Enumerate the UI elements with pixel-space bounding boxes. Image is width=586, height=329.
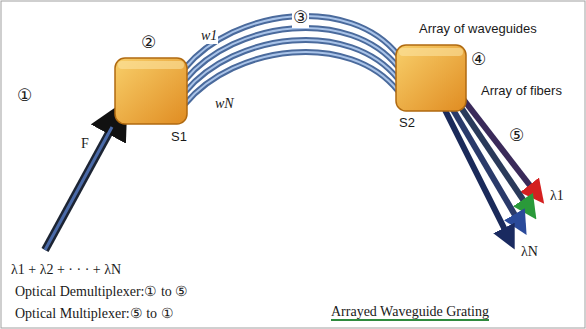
caption: Arrayed Waveguide Grating: [330, 304, 490, 320]
callout-number: ③: [292, 8, 309, 28]
star-coupler: [396, 45, 466, 111]
part-name: S1: [170, 130, 188, 145]
wavelength-label: λ1: [549, 188, 565, 204]
waveguide-label: wN: [214, 96, 235, 112]
mode-note: Optical Multiplexer:⑤ to ①: [14, 306, 175, 322]
callout-number: ②: [140, 33, 157, 53]
part-name: Array of fibers: [480, 84, 563, 99]
fiber-core: [45, 127, 112, 250]
part-name: S2: [398, 116, 416, 131]
mode-note: Optical Demultiplexer:① to ⑤: [14, 284, 189, 300]
part-name: Array of waveguides: [418, 22, 538, 37]
callout-number: ⑤: [508, 126, 525, 146]
callout-number: ④: [470, 50, 487, 70]
wavelength-label: λN: [520, 244, 539, 260]
input-wavelengths: λ1 + λ2 + · · · + λN: [10, 262, 122, 278]
fiber-label: F: [80, 136, 90, 152]
star-coupler: [115, 58, 187, 124]
input-fiber: [45, 120, 116, 250]
waveguide-label: w1: [200, 28, 218, 44]
callout-number: ①: [16, 86, 33, 106]
fiber-array: [445, 95, 535, 236]
waveguide-array: [185, 16, 398, 104]
